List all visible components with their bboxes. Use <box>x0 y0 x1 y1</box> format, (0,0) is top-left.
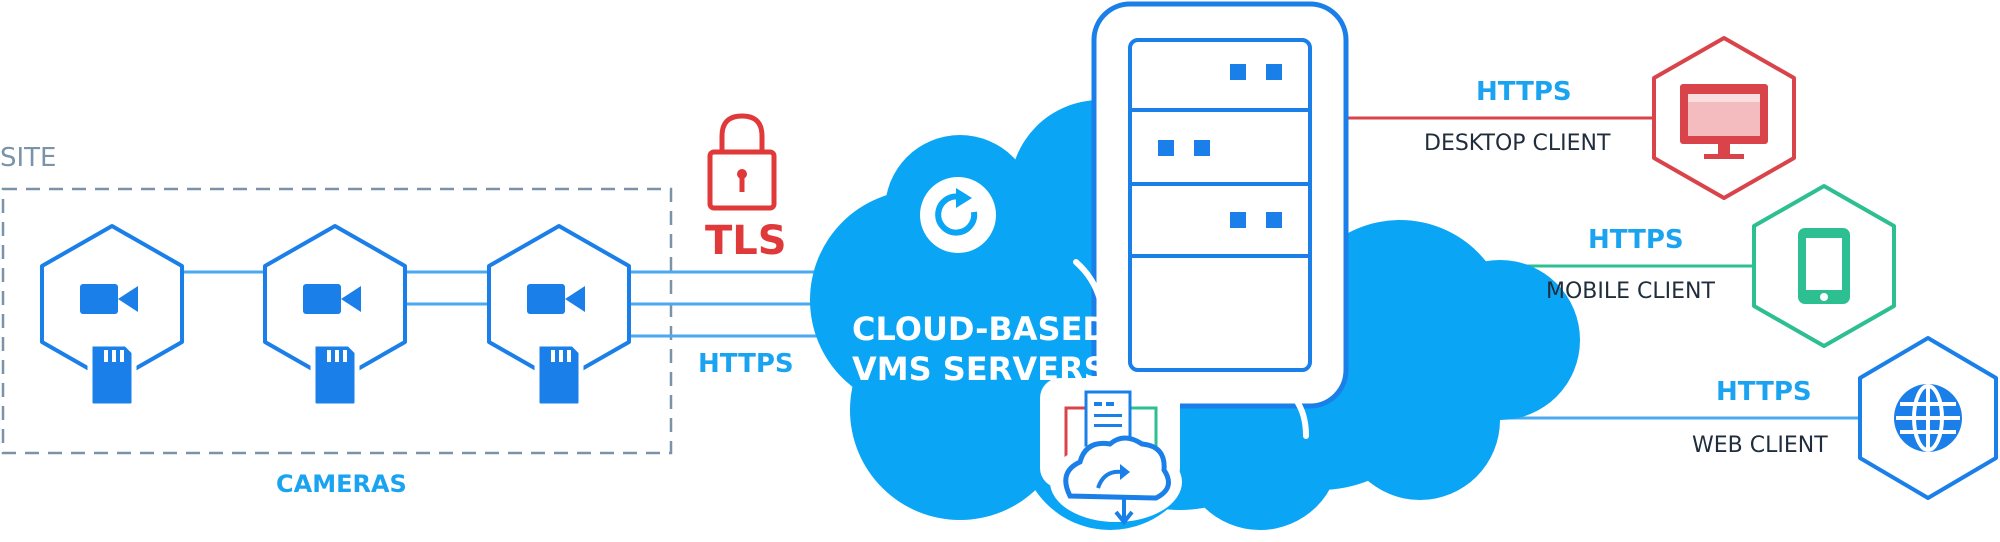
mobile-client-label: MOBILE CLIENT <box>1546 279 1715 304</box>
camera-node[interactable] <box>40 224 184 406</box>
camera-node[interactable] <box>487 224 631 406</box>
tls-label: TLS <box>705 218 787 264</box>
https-cameras-label: HTTPS <box>698 349 794 379</box>
web-client-label: WEB CLIENT <box>1692 433 1828 458</box>
refresh-icon <box>920 177 996 253</box>
server-rack-icon <box>1091 1 1349 409</box>
cloud-sync-icon <box>1040 378 1182 526</box>
camera-links <box>180 270 490 306</box>
cameras-label: CAMERAS <box>276 470 407 498</box>
site-boundary <box>1 187 673 455</box>
padlock-icon <box>707 113 777 211</box>
sd-card-icon <box>90 344 134 406</box>
desktop-client-node[interactable] <box>1652 36 1796 200</box>
https-mobile-label: HTTPS <box>1588 225 1684 255</box>
https-desktop-label: HTTPS <box>1476 77 1572 107</box>
site-label: SITE <box>0 143 56 173</box>
camera-node[interactable] <box>263 224 407 406</box>
web-client-node[interactable] <box>1858 336 1998 500</box>
monitor-icon <box>1680 84 1768 159</box>
globe-icon <box>1894 384 1962 452</box>
mobile-client-node[interactable] <box>1752 184 1896 348</box>
desktop-client-label: DESKTOP CLIENT <box>1424 131 1611 156</box>
sd-card-icon <box>537 344 581 406</box>
https-web-label: HTTPS <box>1716 377 1812 407</box>
cloud-title-line1: CLOUD-BASED <box>852 310 1109 348</box>
smartphone-icon <box>1798 228 1850 304</box>
sd-card-icon <box>313 344 357 406</box>
